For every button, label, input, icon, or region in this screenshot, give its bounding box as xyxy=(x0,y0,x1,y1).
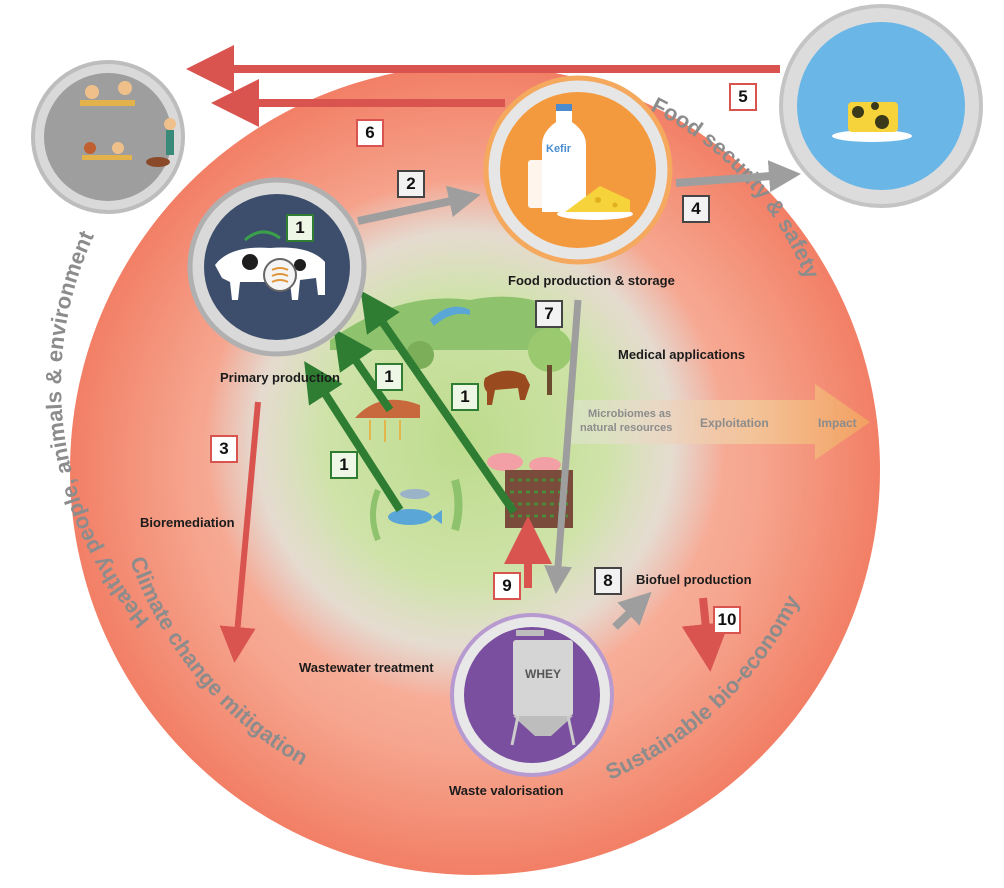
label-primary-production: Primary production xyxy=(220,370,340,385)
badge-2: 2 xyxy=(397,170,425,198)
whey-label: WHEY xyxy=(525,667,561,681)
grey-arrow-7 xyxy=(544,299,582,594)
person-icon xyxy=(85,85,99,99)
grey-arrows xyxy=(357,160,801,630)
badge-4: 4 xyxy=(682,195,710,223)
label-biofuel: Biofuel production xyxy=(636,572,752,587)
impact-microbiomes-line1: Microbiomes as xyxy=(588,408,671,420)
label-bioremediation: Bioremediation xyxy=(140,515,235,530)
food-production-node: Kefir xyxy=(483,75,673,265)
kefir-label: Kefir xyxy=(546,143,572,155)
pig-icon xyxy=(487,453,523,471)
primary-production-node xyxy=(187,177,367,357)
label-medical-applications: Medical applications xyxy=(618,347,746,362)
badge-6: 6 xyxy=(356,119,384,147)
impact-microbiomes-line2: natural resources xyxy=(580,422,672,434)
grey-arrow-4 xyxy=(675,160,801,193)
landscape-illustration xyxy=(330,296,573,542)
red-arrows xyxy=(186,45,780,672)
badge-9: 9 xyxy=(493,572,521,600)
label-food-production: Food production & storage xyxy=(508,273,675,288)
green-arrow-soil xyxy=(333,328,394,413)
red-arrow-10 xyxy=(681,597,730,672)
dog-icon xyxy=(146,157,170,167)
grey-arrow-2 xyxy=(357,185,481,225)
badge-3: 3 xyxy=(210,435,238,463)
kefir-bottle-icon xyxy=(542,110,586,212)
badge-1-cow: 1 xyxy=(286,214,314,242)
red-arrow-3 xyxy=(219,401,261,663)
food-security-node xyxy=(779,4,983,208)
green-arrow-fish xyxy=(304,361,404,513)
label-wastewater: Wastewater treatment xyxy=(299,660,434,675)
badge-1-soil: 1 xyxy=(375,363,403,391)
impact-label: Impact xyxy=(818,416,857,430)
green-arrow-field xyxy=(360,290,518,515)
grey-arrow-8 xyxy=(612,591,652,630)
horse-icon xyxy=(483,370,530,405)
label-waste-valorisation: Waste valorisation xyxy=(449,783,564,798)
fish-icon xyxy=(388,509,432,525)
badge-8: 8 xyxy=(594,567,622,595)
whey-tank-icon xyxy=(513,640,573,716)
waste-valorisation-node: WHEY xyxy=(450,613,614,777)
badge-1-field: 1 xyxy=(451,383,479,411)
badge-5: 5 xyxy=(729,83,757,111)
impact-arrow xyxy=(570,384,870,460)
badge-7: 7 xyxy=(535,300,563,328)
green-arrows xyxy=(304,290,518,515)
badge-1-fish: 1 xyxy=(330,451,358,479)
healthy-people-node xyxy=(31,60,185,214)
badge-10: 10 xyxy=(713,606,741,634)
impact-exploitation: Exploitation xyxy=(700,416,769,430)
